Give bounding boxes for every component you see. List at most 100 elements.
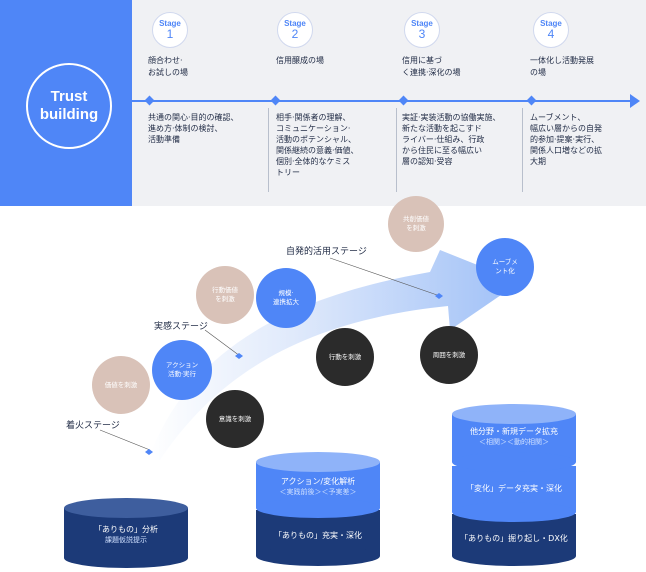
growth-arrow-shape — [148, 250, 520, 460]
stage-2-desc-line: 個別·全体的なケミス — [276, 157, 351, 166]
stage-1-number: 1 — [166, 27, 174, 41]
stage-2-divider — [268, 108, 269, 192]
realization-stage-label: 実感ステージ — [154, 322, 208, 332]
stage-3-desc-line: ライバー·仕組み、行政 — [402, 135, 485, 144]
cylinder-right-bottom-text: 「ありもの」掘り起し・DX化 — [460, 534, 568, 543]
circle-action-line: アクション — [165, 361, 199, 369]
stage-2-label: Stage — [284, 19, 306, 28]
stage-1-title: 顔合わせ· お試しの場 — [148, 55, 258, 79]
stage-3-desc-line: 層の認知·受容 — [402, 157, 453, 166]
circle-surroundings-text: 周囲を刺激 — [432, 350, 466, 359]
stage-4-title: 一体化し活動発展 の場 — [530, 55, 640, 79]
stage-1-label: Stage — [159, 19, 181, 28]
cylinder-middle-top2: ＜実践前後＞＜予実差＞ — [279, 488, 357, 496]
cylinder-middle-bottom-text: 「ありもの」充実・深化 — [274, 531, 362, 540]
cylinder-right-top2: ＜相関＞＜動的相関＞ — [479, 438, 549, 446]
stage-3-title: 信用に基づ く連携·深化の場 — [402, 55, 512, 79]
circle-action-line: 活動·実行 — [167, 370, 197, 378]
circle-cocreation-value: 共創価値を刺激 — [388, 196, 444, 252]
cylinder-middle-top1: アクション/変化解析 — [280, 477, 356, 486]
stage-1-desc-line: 活動準備 — [148, 135, 180, 144]
circle-action: アクション活動·実行 — [152, 340, 212, 400]
cylinder-left-text: 「ありもの」分析 課題仮説提示 — [64, 524, 188, 546]
circle-action-value: 行動価値を刺激 — [196, 266, 254, 324]
stage-4-badge: Stage 4 — [533, 12, 569, 48]
stage-2-badge: Stage 2 — [277, 12, 313, 48]
ignition-leader — [99, 429, 151, 451]
circle-scale-line: 規模· — [278, 289, 294, 297]
cylinder-right-top-text: 他分野・新規データ拡充 ＜相関＞＜動的相関＞ — [452, 426, 576, 448]
circle-cocreation-line: を刺激 — [406, 224, 426, 232]
stage-2-number: 2 — [291, 27, 299, 41]
circle-scale-line: 連携拡大 — [273, 298, 299, 306]
cylinder-left-line1: 「ありもの」分析 — [94, 525, 158, 534]
stage-3-description: 実証·実装活動の協働実施、 新たな活動を起こすド ライバー·仕組み、行政 から住… — [402, 112, 514, 167]
cylinder-middle-top-text: アクション/変化解析 ＜実践前後＞＜予実差＞ — [256, 476, 380, 498]
cylinder-middle — [256, 452, 380, 566]
cylinder-left-line2: 課題仮説提示 — [105, 536, 147, 544]
stage-4-desc-line: 幅広い層からの自発 — [530, 124, 602, 133]
circle-movement-line: ムーブメ — [492, 258, 518, 266]
stage-1-title-line: 顔合わせ· — [148, 56, 183, 65]
ignition-marker — [145, 449, 153, 455]
trust-line2: building — [39, 106, 99, 123]
circle-action-value-line: 行動価値 — [212, 286, 238, 294]
stage-3-title-line: 信用に基づ — [402, 56, 442, 65]
stage-3-desc-line: 新たな活動を起こすド — [402, 124, 482, 133]
realization-leader — [204, 329, 241, 357]
stage-4-title-line: 一体化し活動発展 — [530, 56, 594, 65]
circle-behavior: 行動を刺激 — [316, 328, 374, 386]
stage-4-title-line: の場 — [530, 68, 546, 77]
circle-surroundings: 周囲を刺激 — [420, 326, 478, 384]
stage-3-number: 3 — [418, 27, 426, 41]
circle-awareness: 意識を刺激 — [206, 390, 264, 448]
stage-3-badge: Stage 3 — [404, 12, 440, 48]
timeline-line — [132, 100, 638, 102]
stage-1-badge: Stage 1 — [152, 12, 188, 48]
stage-1-desc-line: 共通の関心·目的の確認、 — [148, 113, 239, 122]
stage-1-description: 共通の関心·目的の確認、 進め方·体制の検討、 活動準備 — [148, 112, 260, 145]
ignition-stage-label: 着火ステージ — [66, 421, 120, 431]
stage-4-desc-line: 的参加·提案·実行、 — [530, 135, 600, 144]
cylinder-right-mid-text: 「変化」データ充実・深化 — [466, 484, 562, 493]
stage-2-desc-line: トリー — [276, 168, 300, 177]
trust-line1: Trust — [50, 88, 88, 105]
stage-3-desc-line: から住民に至る幅広い — [402, 146, 482, 155]
stage-1-title-line: お試しの場 — [148, 68, 188, 77]
stage-4-desc-line: 大期 — [530, 157, 546, 166]
stage-2-description: 相手·関係者の理解、 コミュニケーション· 活動のポテンシャル、 関係継続の意義… — [276, 112, 388, 178]
stage-2-desc-line: 相手·関係者の理解、 — [276, 113, 351, 122]
cylinder-left — [64, 498, 188, 568]
autonomous-stage-label: 自発的活用ステージ — [286, 247, 367, 257]
stage-3-divider — [396, 108, 397, 192]
circle-awareness-text: 意識を刺激 — [218, 414, 252, 423]
circle-behavior-text: 行動を刺激 — [328, 352, 362, 361]
circle-value-stimulus-text: 価値を刺激 — [104, 380, 138, 389]
stage-4-number: 4 — [547, 27, 555, 41]
stage-3-desc-line: 実証·実装活動の協働実施、 — [402, 113, 501, 122]
circle-cocreation-line: 共創価値 — [403, 215, 429, 223]
stage-4-description: ムーブメント、 幅広い層からの自発 的参加·提案·実行、 関係人口増などの拡 大… — [530, 112, 642, 167]
stage-2-desc-line: 活動のポテンシャル、 — [276, 135, 356, 144]
circle-movement-line: ント化 — [495, 267, 515, 275]
stage-2-desc-line: コミュニケーション· — [276, 124, 351, 133]
stage-4-desc-line: 関係人口増などの拡 — [530, 146, 602, 155]
stage-2-title: 信用醸成の場 — [276, 55, 386, 67]
autonomous-marker — [435, 293, 443, 299]
circle-value-stimulus: 価値を刺激 — [92, 356, 150, 414]
stage-4-divider — [522, 108, 523, 192]
timeline-arrowhead — [630, 94, 640, 108]
stage-2-desc-line: 関係継続の意義·価値、 — [276, 146, 359, 155]
cylinder-right — [452, 404, 576, 566]
stage-3-title-line: く連携·深化の場 — [402, 68, 461, 77]
autonomous-leader — [329, 257, 441, 297]
realization-marker — [235, 353, 243, 359]
stage-3-label: Stage — [411, 19, 433, 28]
circle-scale-expansion: 規模·連携拡大 — [256, 268, 316, 328]
trust-building-circle: Trust building — [26, 63, 112, 149]
stage-4-label: Stage — [540, 19, 562, 28]
circle-action-value-line: を刺激 — [215, 295, 235, 303]
stage-2-title-line: 信用醸成の場 — [276, 56, 324, 65]
stage-1-desc-line: 進め方·体制の検討、 — [148, 124, 223, 133]
